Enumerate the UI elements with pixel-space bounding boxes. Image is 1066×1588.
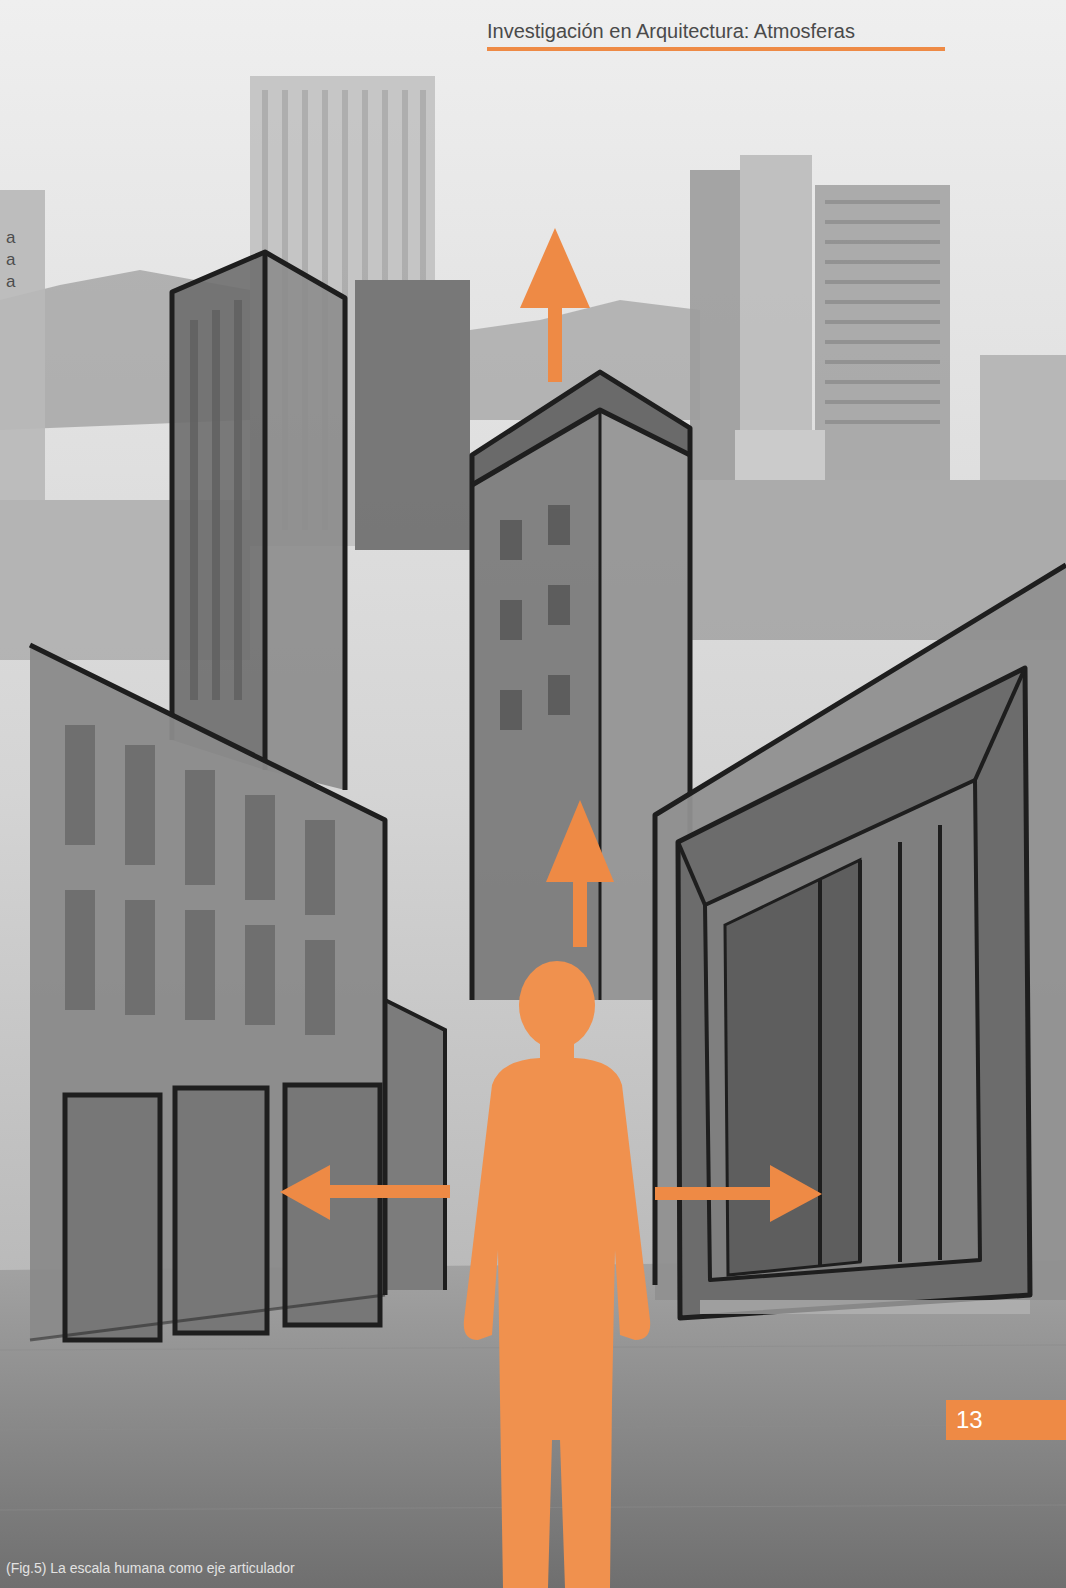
cut-text: a — [6, 250, 15, 270]
figure-caption: (Fig.5) La escala humana como eje articu… — [6, 1560, 295, 1576]
cut-text: a — [6, 228, 15, 248]
page-number: 13 — [956, 1407, 1056, 1433]
page-number-box: 13 — [946, 1400, 1066, 1440]
page-header: Investigación en Arquitectura: Atmosfera… — [487, 20, 855, 43]
cut-text: a — [6, 272, 15, 292]
